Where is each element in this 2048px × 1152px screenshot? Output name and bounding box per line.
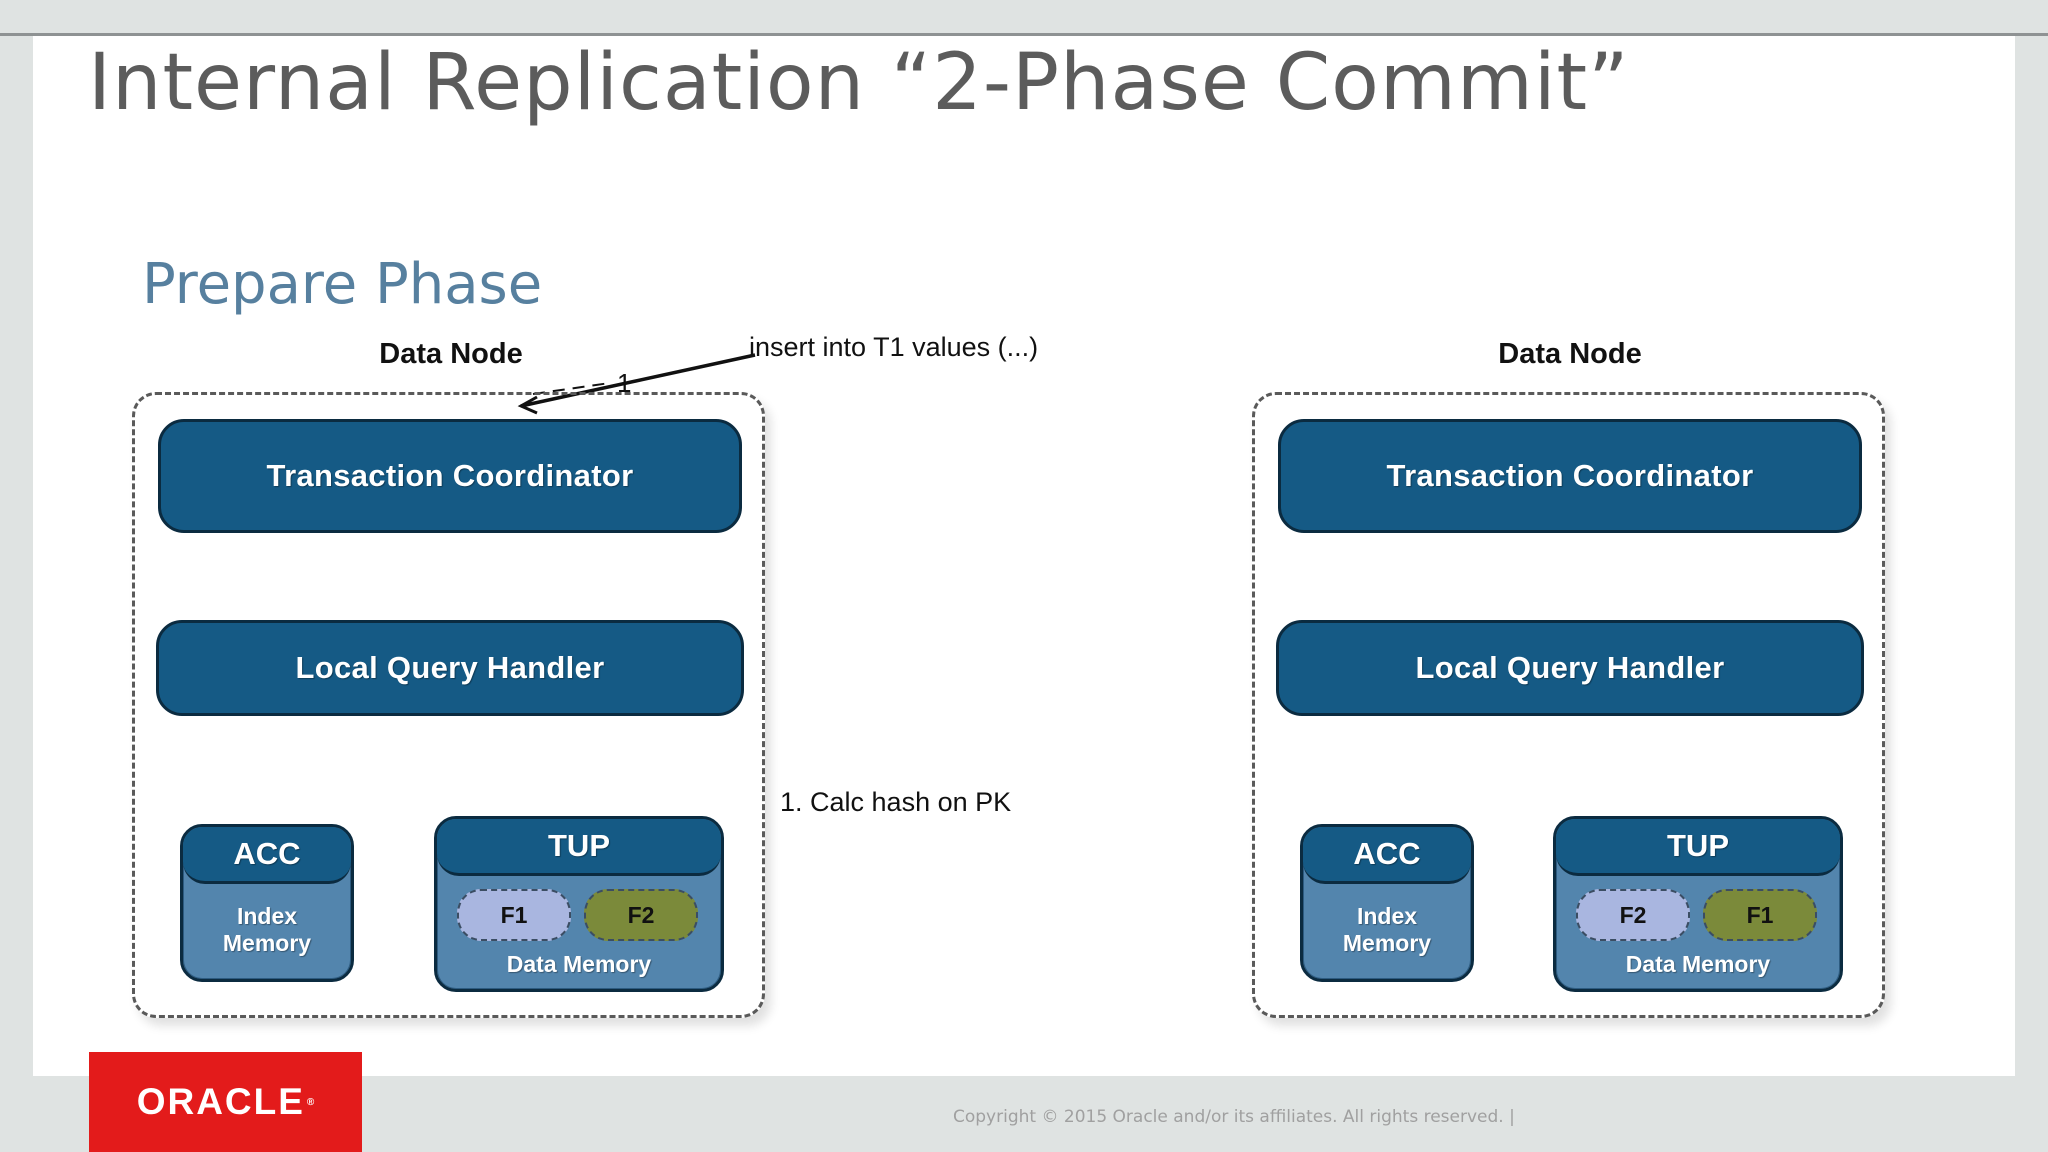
data-node-label: Data Node bbox=[379, 338, 523, 370]
calc-hash-label: 1. Calc hash on PK bbox=[780, 787, 1012, 817]
oracle-logo-text: ORACLE bbox=[136, 1081, 305, 1122]
fragment-f2: F2 bbox=[1576, 889, 1690, 941]
registered-mark: ® bbox=[306, 1096, 315, 1108]
acc-caption-line2: Memory bbox=[222, 930, 312, 956]
insert-statement-label: insert into T1 values (...) bbox=[749, 332, 1039, 362]
oracle-logo: ORACLE® bbox=[89, 1052, 362, 1152]
acc-title: ACC bbox=[183, 827, 351, 884]
acc-caption-line1: Index bbox=[1356, 903, 1418, 929]
acc-caption-line2: Memory bbox=[1342, 930, 1432, 956]
fragment-f1: F1 bbox=[1703, 889, 1817, 941]
acc-caption-line1: Index bbox=[236, 903, 298, 929]
data-node-frame bbox=[1252, 392, 1885, 1018]
slide-subtitle: Prepare Phase bbox=[142, 252, 543, 317]
data-node-label: Data Node bbox=[1498, 338, 1642, 370]
tup-storage: TUP F2 F1 Data Memory bbox=[1553, 816, 1843, 992]
transaction-coordinator: Transaction Coordinator bbox=[158, 419, 742, 533]
slide-title: Internal Replication “2-Phase Commit” bbox=[88, 38, 1630, 128]
transaction-coordinator: Transaction Coordinator bbox=[1278, 419, 1862, 533]
tup-caption: Data Memory bbox=[1625, 951, 1771, 977]
tup-title: TUP bbox=[437, 819, 721, 876]
copyright-footer: Copyright © 2015 Oracle and/or its affil… bbox=[953, 1107, 1515, 1127]
tup-title: TUP bbox=[1556, 819, 1840, 876]
tup-caption: Data Memory bbox=[506, 951, 652, 977]
acc-storage: ACC Index Memory bbox=[1300, 824, 1474, 982]
tup-storage: TUP F1 F2 Data Memory bbox=[434, 816, 724, 992]
top-bar bbox=[0, 0, 2048, 36]
acc-title: ACC bbox=[1303, 827, 1471, 884]
local-query-handler: Local Query Handler bbox=[156, 620, 744, 716]
data-node-frame bbox=[132, 392, 765, 1018]
local-query-handler: Local Query Handler bbox=[1276, 620, 1864, 716]
acc-storage: ACC Index Memory bbox=[180, 824, 354, 982]
fragment-f1: F1 bbox=[457, 889, 571, 941]
fragment-f2: F2 bbox=[584, 889, 698, 941]
